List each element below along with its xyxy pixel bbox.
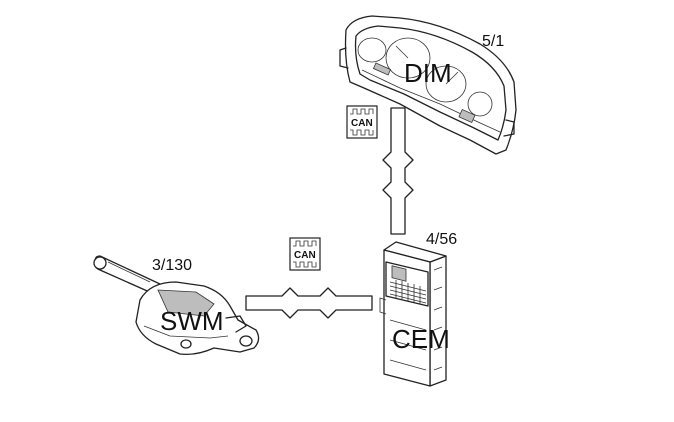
can-bus-icon: CAN xyxy=(346,105,378,139)
cem-ref-number: 4/56 xyxy=(426,231,457,248)
cem-label: CEM xyxy=(392,324,450,354)
can-link-swm-cem xyxy=(245,287,373,319)
control-module-illustration xyxy=(379,241,447,387)
instrument-cluster-illustration xyxy=(339,15,517,155)
swm-label: SWM xyxy=(160,306,224,336)
dim-ref-number: 5/1 xyxy=(482,33,504,50)
swm-module: SWM 3/130 xyxy=(93,255,260,356)
can-link-dim-cem xyxy=(382,107,414,235)
swm-ref-number: 3/130 xyxy=(152,257,192,274)
cem-module: CEM 4/56 xyxy=(379,231,457,387)
dim-label: DIM xyxy=(404,58,452,88)
can-label: CAN xyxy=(351,118,373,129)
steering-wheel-module-illustration xyxy=(93,255,260,356)
connector-pins xyxy=(389,280,427,304)
can-label-2: CAN xyxy=(294,250,316,261)
can-bus-icon-2: CAN xyxy=(289,237,321,271)
dim-module: DIM 5/1 xyxy=(339,15,517,155)
